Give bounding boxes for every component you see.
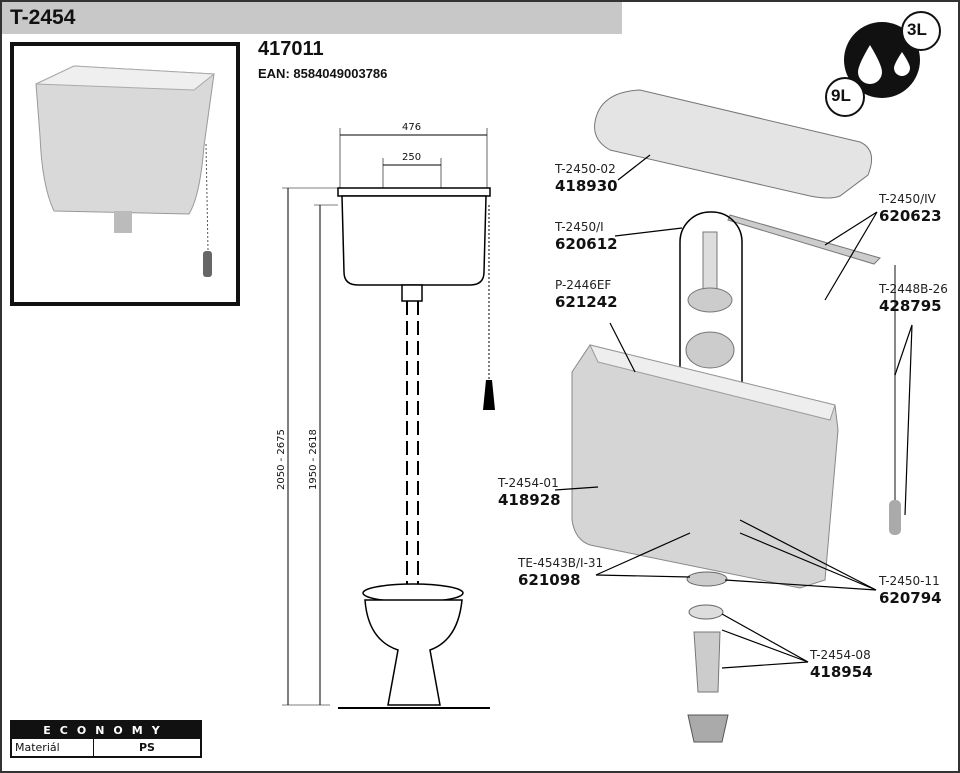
product-code: 417011	[258, 38, 324, 60]
spec-table: ECONOMY Materiál PS	[10, 720, 202, 758]
volume-small-label: 3L	[907, 20, 927, 39]
product-title: T-2454	[10, 6, 76, 29]
spec-table-row: Materiál PS	[12, 739, 200, 756]
cistern-photo-illustration	[35, 65, 216, 277]
dim-height-outer: 2050 - 2675	[276, 429, 287, 490]
product-photo	[10, 42, 240, 306]
dual-flush-icon	[825, 11, 941, 117]
dim-height-inner: 1950 - 2618	[308, 429, 319, 490]
ean-code: EAN: 8584049003786	[258, 66, 388, 81]
material-value: PS	[139, 741, 155, 754]
spec-table-title: ECONOMY	[12, 722, 200, 739]
volume-large-label: 9L	[831, 86, 851, 105]
material-label: Materiál	[12, 739, 94, 756]
dim-width-inner: 250	[402, 152, 422, 163]
dim-width-total: 476	[402, 122, 422, 133]
header-bar: T-2454	[2, 2, 622, 34]
